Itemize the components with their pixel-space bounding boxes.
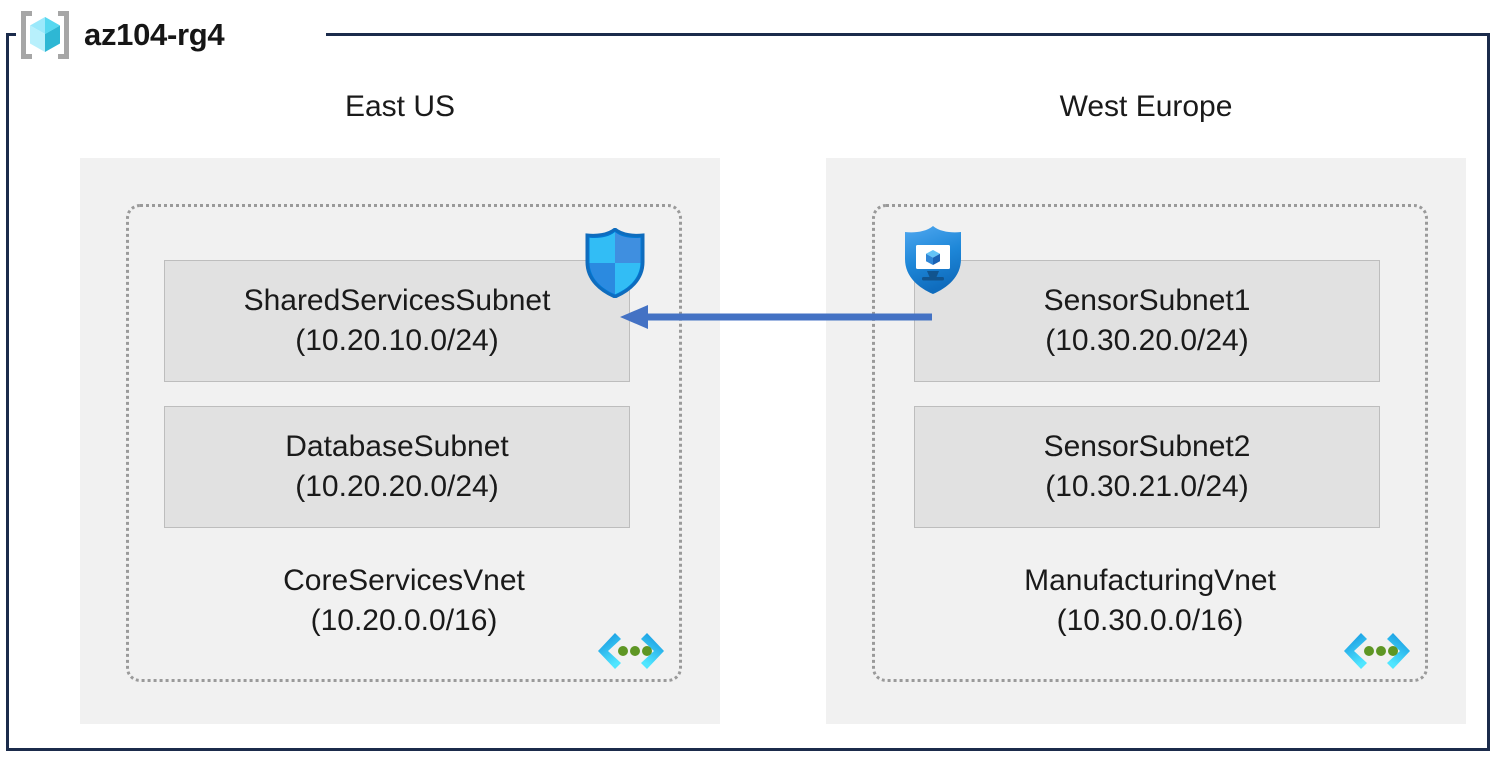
- resource-group-header[interactable]: az104-rg4: [16, 6, 225, 64]
- subnet-database-name: DatabaseSubnet: [285, 430, 509, 463]
- resource-group-frame: [6, 33, 1490, 751]
- resource-group-cube-icon: [21, 11, 69, 59]
- vnet-manufacturing-name: ManufacturingVnet: [1024, 564, 1276, 597]
- network-security-group-shield-icon[interactable]: [584, 228, 646, 298]
- vnet-manufacturing-address-space: (10.30.0.0/16): [1056, 604, 1244, 637]
- vnet-core-services[interactable]: CoreServicesVnet (10.20.0.0/16): [126, 204, 682, 682]
- subnet-shared-services-prefix: (10.20.10.0/24): [295, 324, 499, 357]
- subnet-sensor-1[interactable]: SensorSubnet1 (10.30.20.0/24): [914, 260, 1380, 382]
- vnet-peering-arrow-icon: [620, 305, 932, 329]
- virtual-network-icon: [1344, 633, 1410, 669]
- subnet-sensor-1-prefix: (10.30.20.0/24): [1045, 324, 1249, 357]
- application-security-group-shield-icon[interactable]: [902, 224, 964, 296]
- vnet-manufacturing[interactable]: ManufacturingVnet (10.30.0.0/16): [872, 204, 1428, 682]
- subnet-shared-services[interactable]: SharedServicesSubnet (10.20.10.0/24): [164, 260, 630, 382]
- subnet-database[interactable]: DatabaseSubnet (10.20.20.0/24): [164, 406, 630, 528]
- resource-group-name: az104-rg4: [84, 17, 225, 52]
- vnet-core-services-caption: CoreServicesVnet (10.20.0.0/16): [129, 561, 679, 641]
- region-label-west-europe: West Europe: [1059, 90, 1233, 123]
- subnet-sensor-2-prefix: (10.30.21.0/24): [1045, 470, 1249, 503]
- subnet-database-prefix: (10.20.20.0/24): [295, 470, 499, 503]
- subnet-sensor-2[interactable]: SensorSubnet2 (10.30.21.0/24): [914, 406, 1380, 528]
- virtual-network-icon: [598, 633, 664, 669]
- subnet-shared-services-name: SharedServicesSubnet: [243, 284, 551, 317]
- vnet-manufacturing-caption: ManufacturingVnet (10.30.0.0/16): [875, 561, 1425, 641]
- vnet-core-services-address-space: (10.20.0.0/16): [310, 604, 498, 637]
- vnet-core-services-name: CoreServicesVnet: [283, 564, 525, 597]
- subnet-sensor-1-name: SensorSubnet1: [1043, 284, 1251, 317]
- region-label-east-us: East US: [344, 90, 456, 123]
- subnet-sensor-2-name: SensorSubnet2: [1043, 430, 1251, 463]
